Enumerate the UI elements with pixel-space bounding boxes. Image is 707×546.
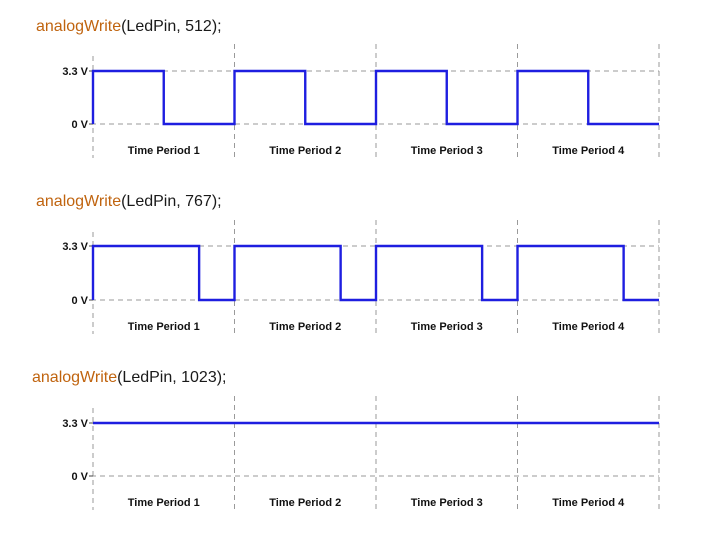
y-label-low: 0 V [71,295,88,307]
time-period-label: Time Period 4 [552,497,625,509]
time-period-label: Time Period 2 [269,497,341,509]
code-arguments: (LedPin, 1023); [117,369,226,386]
time-period-label: Time Period 1 [128,145,200,157]
pwm-panel: analogWrite(LedPin, 1023); 3.3 V 0 V Time P… [32,369,660,510]
pwm-panel: analogWrite(LedPin, 512); 3.3 V 0 V Time Pe… [36,18,660,158]
time-period-label: Time Period 3 [411,497,483,509]
pwm-waveform [91,69,659,126]
y-label-high: 3.3 V [62,418,88,430]
y-label-high: 3.3 V [62,241,88,253]
time-period-label: Time Period 2 [269,321,341,333]
code-arguments: (LedPin, 767); [121,193,222,210]
time-period-label: Time Period 4 [552,321,625,333]
time-period-label: Time Period 3 [411,321,483,333]
pwm-panel: analogWrite(LedPin, 767); 3.3 V 0 V Time Pe… [36,193,660,334]
y-label-high: 3.3 V [62,66,88,78]
time-period-label: Time Period 1 [128,497,200,509]
time-period-label: Time Period 2 [269,145,341,157]
time-period-label: Time Period 4 [552,145,625,157]
code-caption: analogWrite(LedPin, 512); [36,18,222,35]
time-period-label: Time Period 3 [411,145,483,157]
code-caption: analogWrite(LedPin, 767); [36,193,222,210]
pwm-waveform [91,244,659,302]
code-function-name: analogWrite [32,369,117,386]
y-label-low: 0 V [71,471,88,483]
code-caption: analogWrite(LedPin, 1023); [32,369,227,386]
code-function-name: analogWrite [36,193,121,210]
code-arguments: (LedPin, 512); [121,18,222,35]
time-period-label: Time Period 1 [128,321,200,333]
code-function-name: analogWrite [36,18,121,35]
y-label-low: 0 V [71,119,88,131]
